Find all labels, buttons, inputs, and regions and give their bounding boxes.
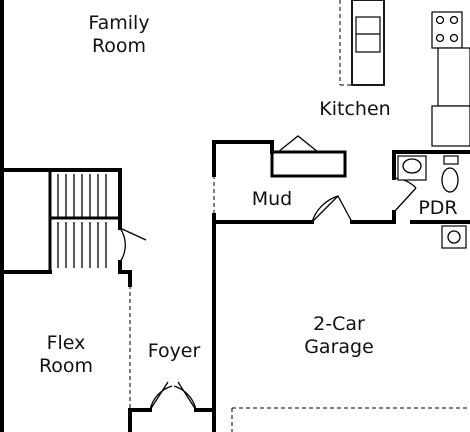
flex-room-label-2: Room xyxy=(39,355,93,377)
foyer-label: Foyer xyxy=(148,340,201,362)
counter-rear xyxy=(437,47,470,107)
family-room-label: Family xyxy=(88,12,149,34)
mud-label: Mud xyxy=(252,188,293,210)
cooktop-icon xyxy=(431,11,463,49)
room-labels: Family Room Kitchen Mud PDR Flex Room Fo… xyxy=(39,12,458,377)
kitchen-fixtures xyxy=(351,0,470,147)
appliance xyxy=(431,105,470,147)
doors xyxy=(119,135,417,411)
flex-room-label: Flex xyxy=(47,332,86,354)
toilet-icon xyxy=(441,167,459,193)
garage-label-2: Garage xyxy=(304,336,374,358)
pdr-label: PDR xyxy=(418,197,457,219)
toilet-tank-icon xyxy=(443,155,459,165)
family-room-label-2: Room xyxy=(92,35,146,57)
staircase xyxy=(48,170,120,272)
kitchen-label: Kitchen xyxy=(319,98,390,120)
garage-label: 2-Car xyxy=(313,313,365,335)
sink-bowl-icon xyxy=(402,158,422,174)
pdr-fixtures xyxy=(397,155,467,249)
water-heater-icon xyxy=(441,225,467,249)
